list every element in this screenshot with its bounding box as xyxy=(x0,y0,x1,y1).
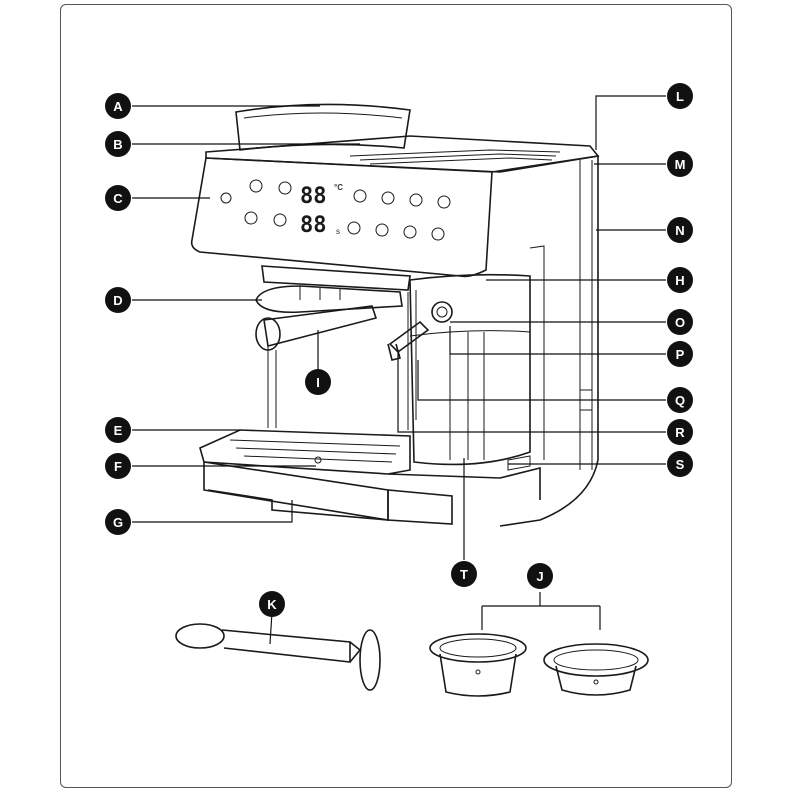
panel-button xyxy=(403,225,417,239)
panel-button xyxy=(431,227,445,241)
panel-button xyxy=(381,191,395,205)
time-display: 88 xyxy=(300,213,327,238)
water-tank xyxy=(409,273,531,466)
callout-o: O xyxy=(667,309,693,335)
steam-wand xyxy=(387,290,453,430)
callout-f: F xyxy=(105,453,131,479)
callout-label: S xyxy=(676,457,685,472)
callout-h: H xyxy=(667,267,693,293)
callout-j: J xyxy=(527,563,553,589)
tamper-spoon xyxy=(175,623,381,691)
callout-label: I xyxy=(316,375,320,390)
callout-label: L xyxy=(676,89,684,104)
panel-buttons xyxy=(220,179,451,241)
panel-button xyxy=(244,211,258,225)
callout-e: E xyxy=(105,417,131,443)
callout-d: D xyxy=(105,287,131,313)
power-button xyxy=(220,192,232,204)
callout-label: Q xyxy=(675,393,685,408)
callout-g: G xyxy=(105,509,131,535)
diagram-frame xyxy=(60,4,732,788)
temperature-unit: °C xyxy=(334,183,343,192)
callout-label: J xyxy=(536,569,543,584)
callout-label: R xyxy=(675,425,685,440)
callout-label: T xyxy=(460,567,468,582)
callout-label: F xyxy=(114,459,122,474)
callout-p: P xyxy=(667,341,693,367)
callout-k: K xyxy=(259,591,285,617)
control-panel: 88 °C 88 s xyxy=(190,157,493,278)
panel-button xyxy=(409,193,423,207)
callout-i: I xyxy=(305,369,331,395)
callout-l: L xyxy=(667,83,693,109)
leader-lines xyxy=(132,95,666,645)
callout-label: B xyxy=(113,137,122,152)
panel-button xyxy=(347,221,361,235)
callout-q: Q xyxy=(667,387,693,413)
callout-label: O xyxy=(675,315,685,330)
callout-label: A xyxy=(113,99,123,114)
callout-t: T xyxy=(451,561,477,587)
double-filter-basket xyxy=(543,643,649,677)
panel-button xyxy=(437,195,451,209)
callout-label: C xyxy=(113,191,123,206)
callout-s: S xyxy=(667,451,693,477)
callout-m: M xyxy=(667,151,693,177)
portafilter xyxy=(255,265,411,351)
time-unit: s xyxy=(336,227,340,236)
callout-label: M xyxy=(675,157,686,172)
callout-label: N xyxy=(675,223,684,238)
callout-b: B xyxy=(105,131,131,157)
callout-c: C xyxy=(105,185,131,211)
machine-body xyxy=(491,155,599,527)
callout-label: G xyxy=(113,515,123,530)
single-filter-basket xyxy=(429,633,527,663)
panel-button xyxy=(249,179,263,193)
water-level-window xyxy=(507,455,531,471)
panel-button xyxy=(273,213,287,227)
callout-n: N xyxy=(667,217,693,243)
inner-column xyxy=(267,245,545,460)
temperature-display: 88 xyxy=(300,184,327,209)
panel-button xyxy=(375,223,389,237)
callout-label: D xyxy=(113,293,122,308)
filter-baskets xyxy=(429,592,649,697)
callout-a: A xyxy=(105,93,131,119)
callout-label: P xyxy=(676,347,685,362)
callout-label: E xyxy=(114,423,123,438)
callout-r: R xyxy=(667,419,693,445)
callout-label: H xyxy=(675,273,684,288)
panel-button xyxy=(278,181,292,195)
panel-button xyxy=(353,189,367,203)
callout-label: K xyxy=(267,597,277,612)
steam-knob xyxy=(431,301,453,323)
